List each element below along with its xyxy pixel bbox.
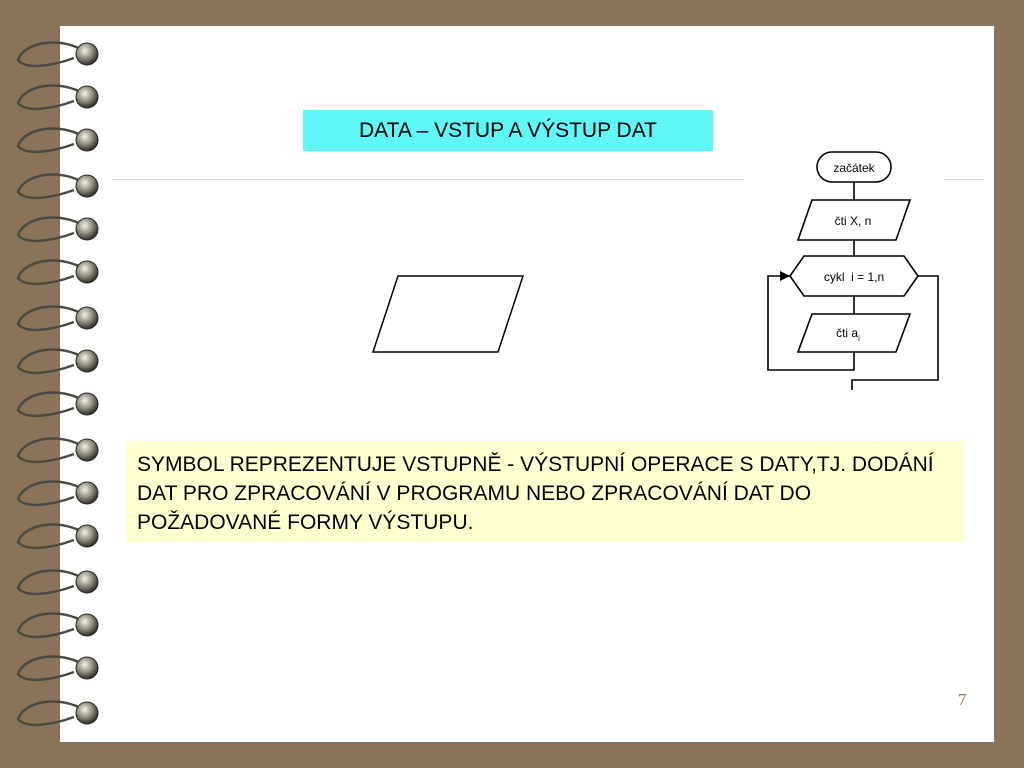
spiral-ring <box>75 85 99 109</box>
spiral-wire <box>16 84 85 111</box>
spiral-ring <box>75 481 99 505</box>
spiral-ring <box>75 613 99 637</box>
flow-read-subscript: i <box>858 334 860 343</box>
spiral-wire <box>16 216 85 243</box>
parallelogram-io-symbol <box>371 275 525 353</box>
spiral-wire <box>16 173 85 200</box>
spiral-ring <box>75 701 99 725</box>
flow-start-label: začátek <box>833 161 875 175</box>
flow-input-node <box>796 199 912 241</box>
spiral-wire <box>16 348 85 375</box>
spiral-ring <box>75 128 99 152</box>
divider-line-right <box>944 179 984 180</box>
description-box: SYMBOL REPREZENTUJE VSTUPNĚ - VÝSTUPNÍ O… <box>126 441 964 542</box>
divider-line <box>112 179 744 180</box>
spiral-wire <box>16 569 85 596</box>
spiral-wire <box>16 655 85 682</box>
spiral-wire <box>16 391 85 418</box>
spiral-ring <box>75 42 99 66</box>
flow-input-label: čti X, n <box>835 214 872 228</box>
spiral-wire <box>16 612 85 639</box>
spiral-wire <box>16 305 85 332</box>
flow-read-node <box>796 313 912 353</box>
spiral-wire <box>16 480 85 507</box>
spiral-ring <box>75 524 99 548</box>
spiral-ring <box>75 656 99 680</box>
svg-text:čti ai: čti ai <box>836 326 860 343</box>
spiral-wire <box>16 127 85 154</box>
spiral-binding-icon <box>16 41 99 727</box>
spiral-wire <box>16 700 85 727</box>
flow-read-label: čti a <box>836 326 858 340</box>
spiral-wire <box>16 41 85 68</box>
spiral-ring <box>75 570 99 594</box>
spiral-wire <box>16 259 85 286</box>
spiral-wire <box>16 523 85 550</box>
spiral-wire <box>16 437 85 464</box>
spiral-ring <box>75 392 99 416</box>
spiral-ring <box>75 438 99 462</box>
spiral-ring <box>75 306 99 330</box>
spiral-ring <box>75 217 99 241</box>
slide-title: DATA – VSTUP A VÝSTUP DAT <box>303 110 713 151</box>
flow-loop-label: cykl i = 1,n <box>824 270 884 284</box>
spiral-ring <box>75 260 99 284</box>
page-number: 7 <box>958 690 967 709</box>
spiral-ring <box>75 349 99 373</box>
flowchart-diagram: začátek čti X, n cykl i = 1,n čti ai <box>767 151 939 390</box>
spiral-ring <box>75 174 99 198</box>
